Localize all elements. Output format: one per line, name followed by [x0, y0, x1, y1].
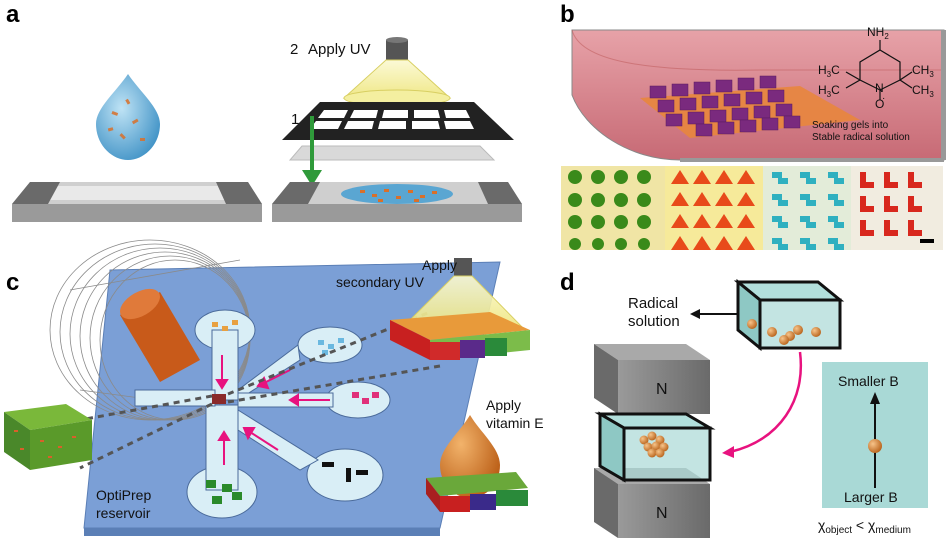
- panel-d: d Radical solution N: [560, 269, 928, 538]
- gel-droplet: [96, 74, 160, 160]
- glass-slide-right: [272, 182, 522, 222]
- tempo-structure: NH2 H3C H3C CH3 CH3 N O ·: [818, 25, 934, 111]
- magenta-curved-arrow: [722, 351, 803, 458]
- chem-h3c-2: H3C: [818, 83, 840, 99]
- chem-o: O: [875, 97, 884, 111]
- optiprep-label-1: OptiPrep: [96, 487, 151, 503]
- apply-secondary-label-2: secondary UV: [336, 274, 425, 290]
- chem-nh2: NH2: [867, 25, 889, 41]
- orange-cylinder: [120, 288, 200, 382]
- gel-pieces: [206, 320, 379, 504]
- panel-label-d: d: [560, 269, 575, 296]
- apply-vitamin-label-1: Apply: [486, 397, 521, 413]
- step-2-label: 2: [290, 41, 298, 58]
- radical-solution-box: [733, 278, 845, 352]
- apply-secondary-label-1: Apply: [422, 257, 457, 273]
- soak-label-1: Soaking gels into: [812, 120, 889, 131]
- scale-bar: [920, 239, 934, 243]
- photomask: [282, 102, 514, 140]
- radical-label-2: solution: [628, 313, 680, 330]
- magnet-top: [594, 344, 710, 414]
- chem-n: N: [875, 81, 884, 95]
- magnet-bottom-label: N: [656, 505, 668, 522]
- gel-micrograph-strip: [561, 166, 943, 250]
- soak-label-2: Stable radical solution: [812, 132, 910, 143]
- radical-arrow: [690, 309, 738, 319]
- glass-slide-left: [12, 182, 262, 222]
- radical-label-1: Radical: [628, 295, 678, 312]
- step-1-label: 1: [291, 111, 299, 128]
- chem-ch3-1: CH3: [912, 63, 934, 79]
- green-gel-block: [4, 404, 92, 470]
- assembled-gel: [212, 394, 226, 404]
- larger-b-label: Larger B: [844, 489, 898, 505]
- panel-label-b: b: [560, 1, 575, 28]
- magnet-top-label: N: [656, 381, 668, 398]
- smaller-b-label: Smaller B: [838, 373, 899, 389]
- panel-label-a: a: [6, 1, 20, 28]
- secondary-uv-setup: [390, 258, 530, 360]
- apply-vitamin-label-2: vitamin E: [486, 415, 544, 431]
- radical-solution-tray: [571, 29, 946, 162]
- chem-h3c-1: H3C: [818, 63, 840, 79]
- vitamin-e-setup: [426, 415, 528, 512]
- panel-b: b: [560, 1, 946, 250]
- field-gradient-panel: [822, 362, 928, 508]
- green-arrow: [302, 116, 322, 186]
- apply-uv-label: Apply UV: [308, 41, 371, 58]
- chi-relation: χobject < χmedium: [818, 517, 911, 536]
- chem-radical-dot: ·: [882, 93, 885, 104]
- levitation-box: [594, 411, 716, 483]
- cover-glass: [288, 145, 496, 161]
- panel-a: a 2 Ap: [6, 1, 522, 222]
- panel-c: c: [4, 239, 544, 536]
- panel-label-c: c: [6, 269, 19, 296]
- optiprep-label-2: reservoir: [96, 505, 151, 521]
- uv-lamp: [342, 37, 452, 107]
- chem-ch3-2: CH3: [912, 83, 934, 99]
